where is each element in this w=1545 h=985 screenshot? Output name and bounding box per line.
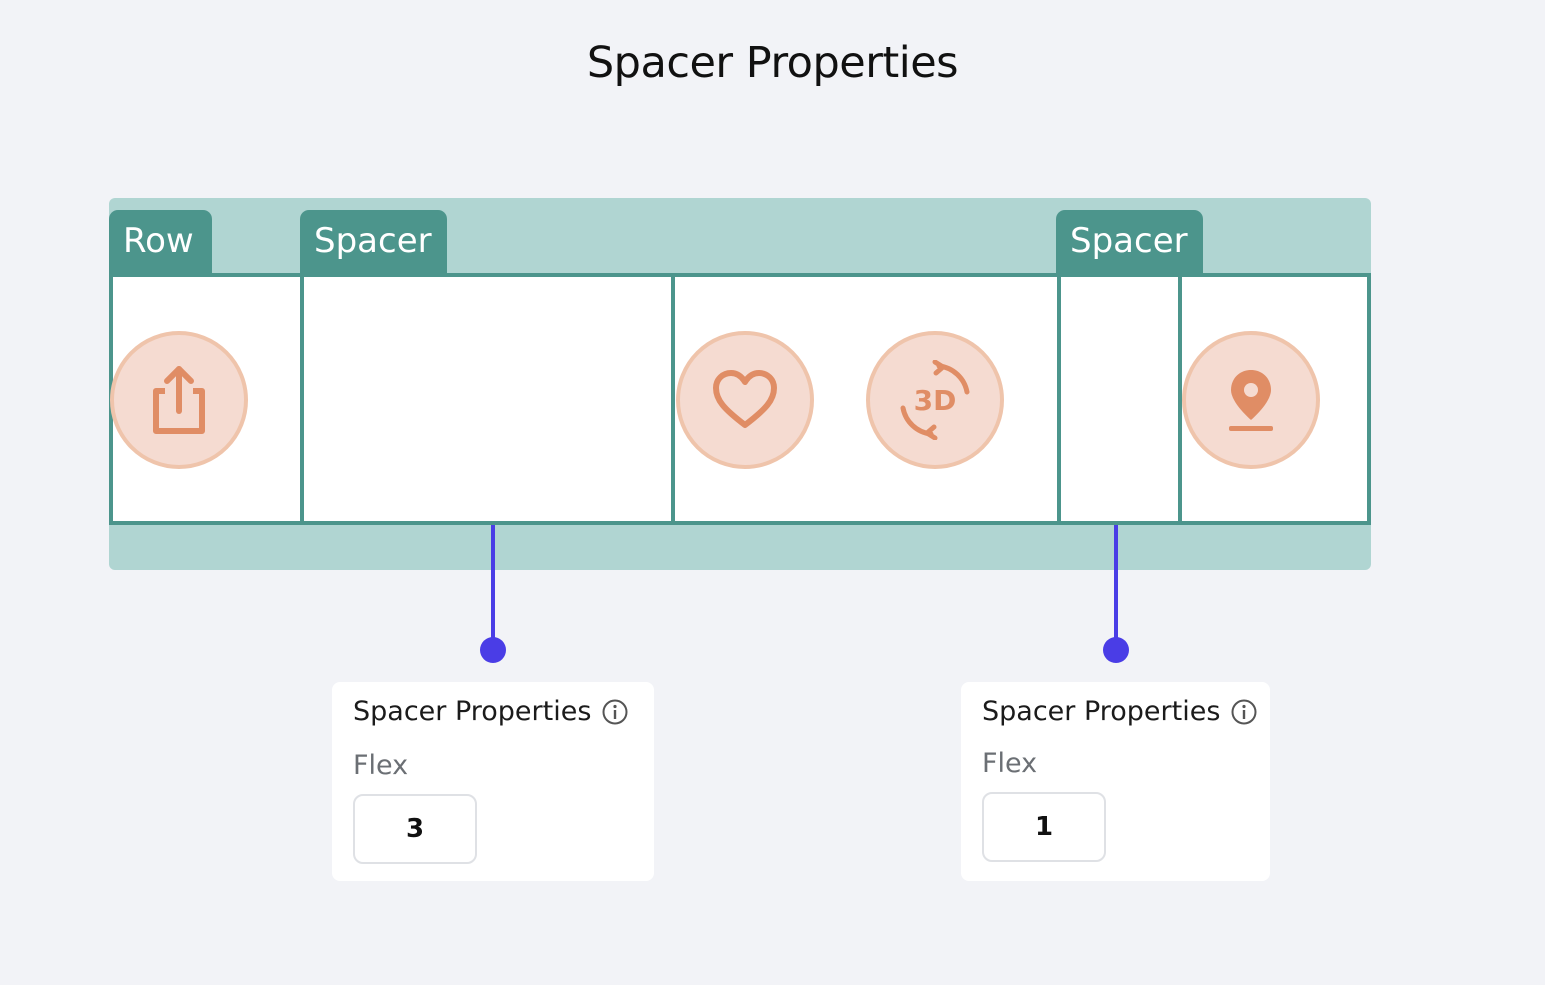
panel-heading: Spacer Properties <box>353 696 592 727</box>
share-icon <box>153 366 205 434</box>
view-3d-button[interactable]: 3D <box>866 331 1004 469</box>
connector-dot-second <box>1103 637 1129 663</box>
favorite-button[interactable] <box>676 331 814 469</box>
panel-header: Spacer Properties <box>353 696 629 727</box>
info-icon[interactable] <box>601 698 629 726</box>
location-pin-icon <box>1229 370 1273 431</box>
info-icon[interactable] <box>1230 698 1258 726</box>
panel-header: Spacer Properties <box>982 696 1258 727</box>
share-button[interactable] <box>110 331 248 469</box>
panel-heading: Spacer Properties <box>982 696 1221 727</box>
flex-input[interactable]: 1 <box>982 792 1106 862</box>
connector-line-first <box>491 525 495 643</box>
spacer-properties-panel-second: Spacer Properties Flex 1 <box>961 682 1270 881</box>
flex-input[interactable]: 3 <box>353 794 477 864</box>
3d-rotate-icon: 3D <box>900 360 970 440</box>
flex-label: Flex <box>982 748 1038 779</box>
connector-dot-first <box>480 637 506 663</box>
spacer-tab-second: Spacer <box>1056 210 1203 274</box>
spacer-cell-flex-1[interactable] <box>1057 273 1182 525</box>
row-tab: Row <box>109 210 212 274</box>
heart-icon <box>713 370 777 428</box>
spacer-properties-panel-first: Spacer Properties Flex 3 <box>332 682 654 881</box>
page-title: Spacer Properties <box>586 38 959 88</box>
3d-label: 3D <box>914 384 957 417</box>
spacer-tab-first: Spacer <box>300 210 447 274</box>
spacer-cell-flex-3[interactable] <box>300 273 675 525</box>
location-button[interactable] <box>1182 331 1320 469</box>
connector-line-second <box>1114 525 1118 643</box>
flex-label: Flex <box>353 750 409 781</box>
